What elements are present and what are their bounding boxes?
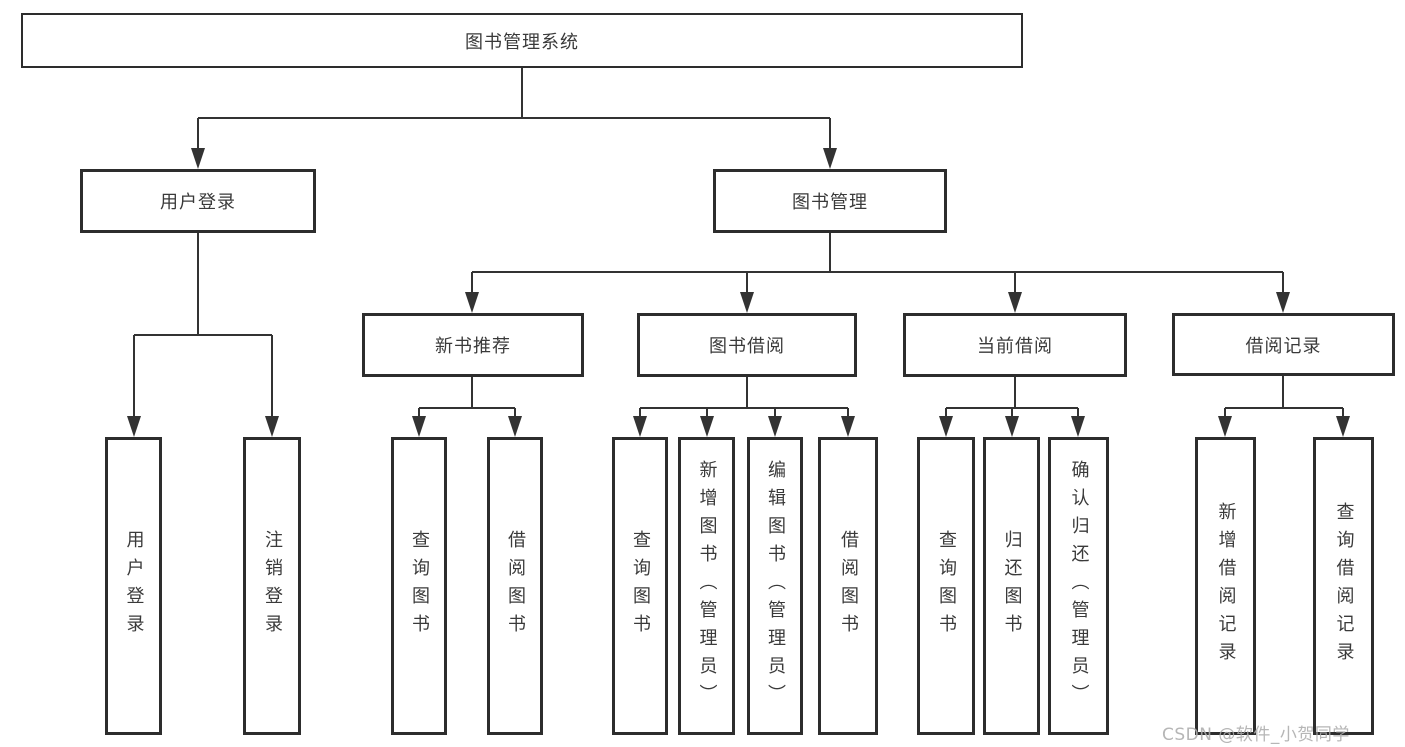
node-leaf-borrow-books-borrowing-label: 借阅图书 (838, 530, 859, 642)
node-current-borrowing-label: 当前借阅 (977, 336, 1053, 357)
node-current-borrowing: 当前借阅 (903, 313, 1127, 377)
node-leaf-query-books-borrowing-label: 查询图书 (630, 530, 651, 642)
node-leaf-query-books-recommend: 查询图书 (391, 437, 447, 735)
node-user-login-label: 用户登录 (160, 192, 236, 213)
node-leaf-user-login: 用户登录 (105, 437, 162, 735)
node-new-book-recommend: 新书推荐 (362, 313, 584, 377)
node-leaf-logout-label: 注销登录 (262, 530, 283, 642)
node-leaf-query-borrow-record-label: 查询借阅记录 (1333, 502, 1355, 670)
node-leaf-logout: 注销登录 (243, 437, 301, 735)
node-leaf-confirm-return-admin: 确认归还（管理员） (1048, 437, 1109, 735)
arrowheads (127, 148, 1350, 437)
node-leaf-query-borrow-record: 查询借阅记录 (1313, 437, 1374, 735)
node-book-management-label: 图书管理 (792, 192, 868, 213)
node-leaf-query-books-recommend-label: 查询图书 (409, 530, 430, 642)
node-user-login: 用户登录 (80, 169, 316, 233)
node-leaf-query-books-current: 查询图书 (917, 437, 975, 735)
node-leaf-borrow-books-recommend: 借阅图书 (487, 437, 543, 735)
node-borrowing-records: 借阅记录 (1172, 313, 1395, 376)
node-new-book-recommend-label: 新书推荐 (435, 336, 511, 357)
node-leaf-add-books-admin: 新增图书（管理员） (678, 437, 735, 735)
node-leaf-add-borrow-record: 新增借阅记录 (1195, 437, 1256, 735)
node-leaf-return-books-label: 归还图书 (1001, 530, 1023, 642)
connector-lines (133, 68, 1344, 419)
csdn-watermark: CSDN @软件_小贺同学 (1162, 725, 1350, 745)
node-leaf-add-books-admin-label: 新增图书（管理员） (696, 460, 718, 712)
node-book-borrowing-label: 图书借阅 (709, 336, 785, 357)
node-leaf-add-borrow-record-label: 新增借阅记录 (1215, 502, 1237, 670)
node-leaf-edit-books-admin-label: 编辑图书（管理员） (765, 460, 786, 712)
node-book-management: 图书管理 (713, 169, 947, 233)
node-leaf-borrow-books-borrowing: 借阅图书 (818, 437, 878, 735)
node-leaf-query-books-current-label: 查询图书 (936, 530, 957, 642)
node-library-system: 图书管理系统 (21, 13, 1023, 68)
node-leaf-return-books: 归还图书 (983, 437, 1040, 735)
node-borrowing-records-label: 借阅记录 (1245, 335, 1322, 357)
node-leaf-user-login-label: 用户登录 (123, 530, 145, 642)
node-leaf-borrow-books-recommend-label: 借阅图书 (505, 530, 526, 642)
node-book-borrowing: 图书借阅 (637, 313, 857, 377)
node-library-system-label: 图书管理系统 (465, 31, 579, 53)
node-leaf-confirm-return-admin-label: 确认归还（管理员） (1068, 460, 1090, 712)
node-leaf-query-books-borrowing: 查询图书 (612, 437, 668, 735)
node-leaf-edit-books-admin: 编辑图书（管理员） (747, 437, 803, 735)
